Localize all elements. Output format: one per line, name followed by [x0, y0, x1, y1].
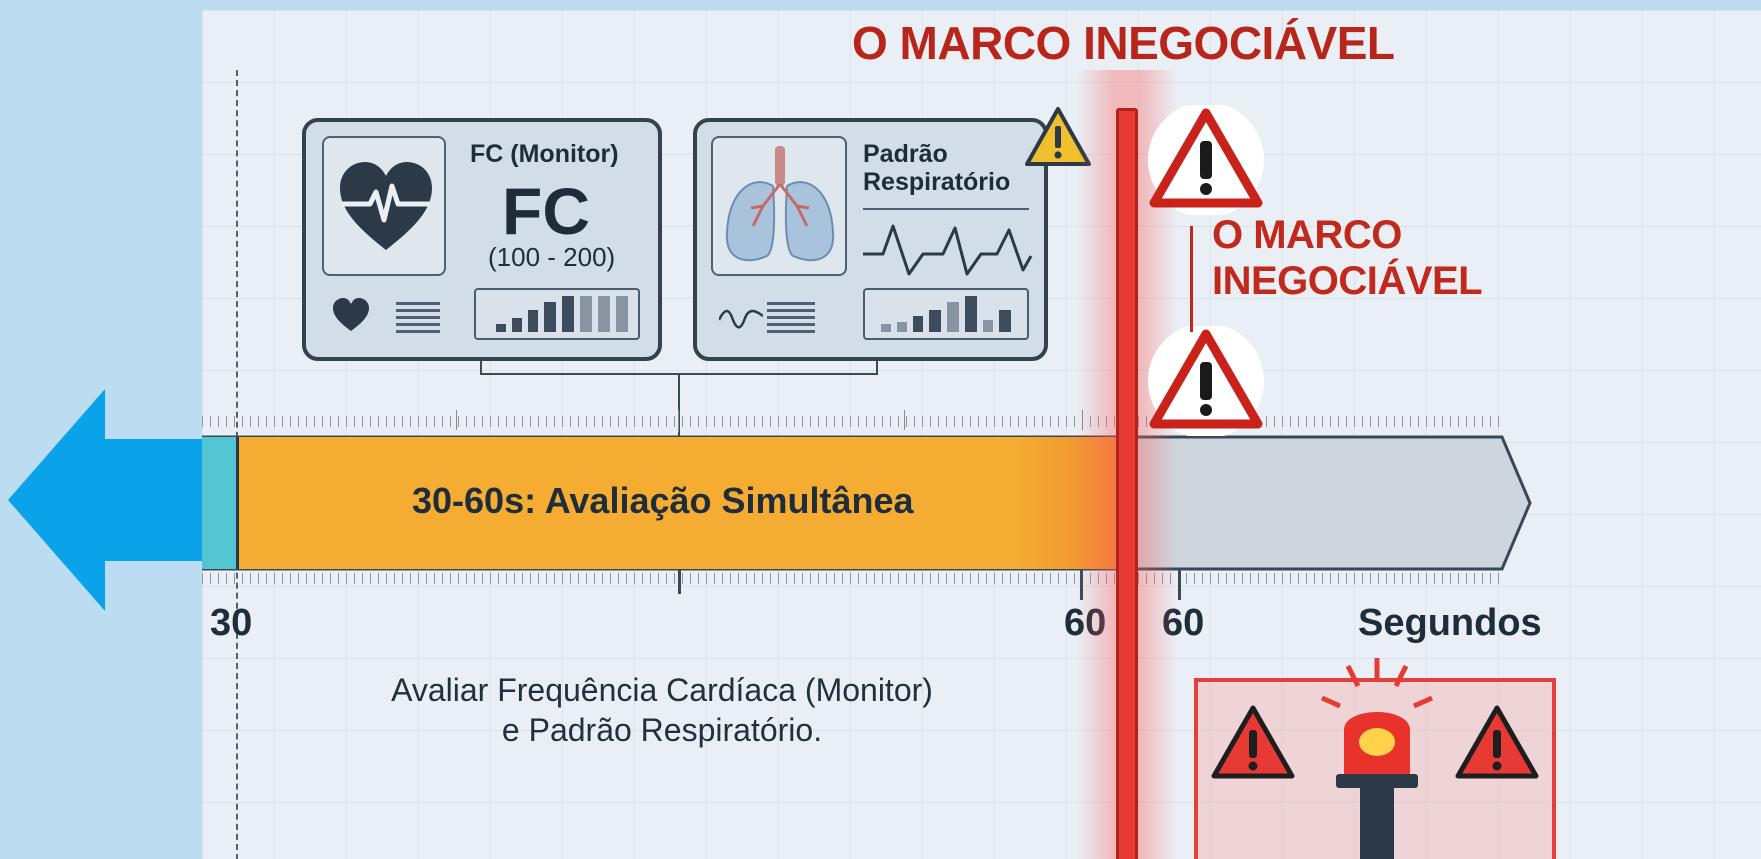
heart-rate-range: (100 - 200): [488, 242, 616, 272]
top-tick-ruler: [202, 416, 1502, 427]
axis-end-label-right: 60: [1162, 602, 1205, 644]
marker-label: O MARCO INEGOCIÁVEL: [1212, 212, 1483, 304]
respiratory-bar-panel: [863, 288, 1029, 340]
page-title: O MARCO INEGOCIÁVEL: [852, 17, 1395, 69]
previous-phase-segment: [202, 437, 236, 569]
description-line1: Avaliar Frequência Cardíaca (Monitor): [391, 672, 933, 708]
lungs-icon-frame: [711, 136, 847, 276]
warning-icon: [1455, 705, 1539, 779]
warning-icon: [1211, 705, 1295, 779]
heart-rate-big-text: FC: [502, 174, 590, 248]
cards-connector-stem: [678, 375, 680, 445]
axis-end-label-left: 60: [1064, 602, 1106, 645]
critical-marker-line: [1116, 108, 1138, 859]
small-heart-icon: [333, 298, 369, 331]
text-lines-icon: [767, 298, 815, 337]
heart-monitor-icon: [340, 162, 432, 250]
description-line2: e Padrão Respiratório.: [501, 712, 823, 748]
axis-start-label: 30: [210, 602, 253, 644]
cards-connector: [480, 361, 878, 375]
bottom-tick-ruler: [202, 573, 1502, 584]
diagram-canvas: O MARCO INEGOCIÁVEL FC (Monitor) FC (100…: [202, 10, 1761, 859]
respiratory-divider: [863, 208, 1029, 210]
marker-label-rule: [1190, 226, 1193, 332]
small-wave-icon: [719, 309, 763, 329]
respiratory-label-line2: Respiratório: [863, 168, 1011, 196]
phase-segment-30-60: [236, 437, 1122, 569]
heart-rate-bar-panel: [474, 288, 640, 340]
marker-label-line2: INEGOCIÁVEL: [1212, 259, 1483, 303]
axis-unit-label: Segundos: [1358, 602, 1542, 644]
arrow-left-icon: [8, 389, 204, 611]
heart-icon-frame: [322, 136, 446, 276]
critical-warning-icon: [1148, 326, 1264, 436]
critical-warning-icon: [1148, 105, 1264, 215]
phase-label: 30-60s: Avaliação Simultânea: [412, 480, 914, 521]
warning-icon: [1025, 107, 1091, 166]
heart-rate-card: FC (Monitor) FC (100 - 200): [302, 118, 662, 361]
heart-rate-label: FC (Monitor): [470, 140, 619, 168]
lungs-icon: [725, 146, 835, 261]
back-arrow-button[interactable]: [8, 389, 204, 611]
text-lines-icon: [396, 298, 440, 337]
siren-icon: [1320, 658, 1434, 859]
description-text: Avaliar Frequência Cardíaca (Monitor) e …: [352, 670, 972, 750]
respiratory-card: Padrão Respiratório: [693, 118, 1048, 361]
marker-label-line1: O MARCO: [1212, 213, 1402, 257]
breathing-wave-icon: [863, 224, 1033, 276]
respiratory-label-line1: Padrão: [863, 140, 948, 168]
